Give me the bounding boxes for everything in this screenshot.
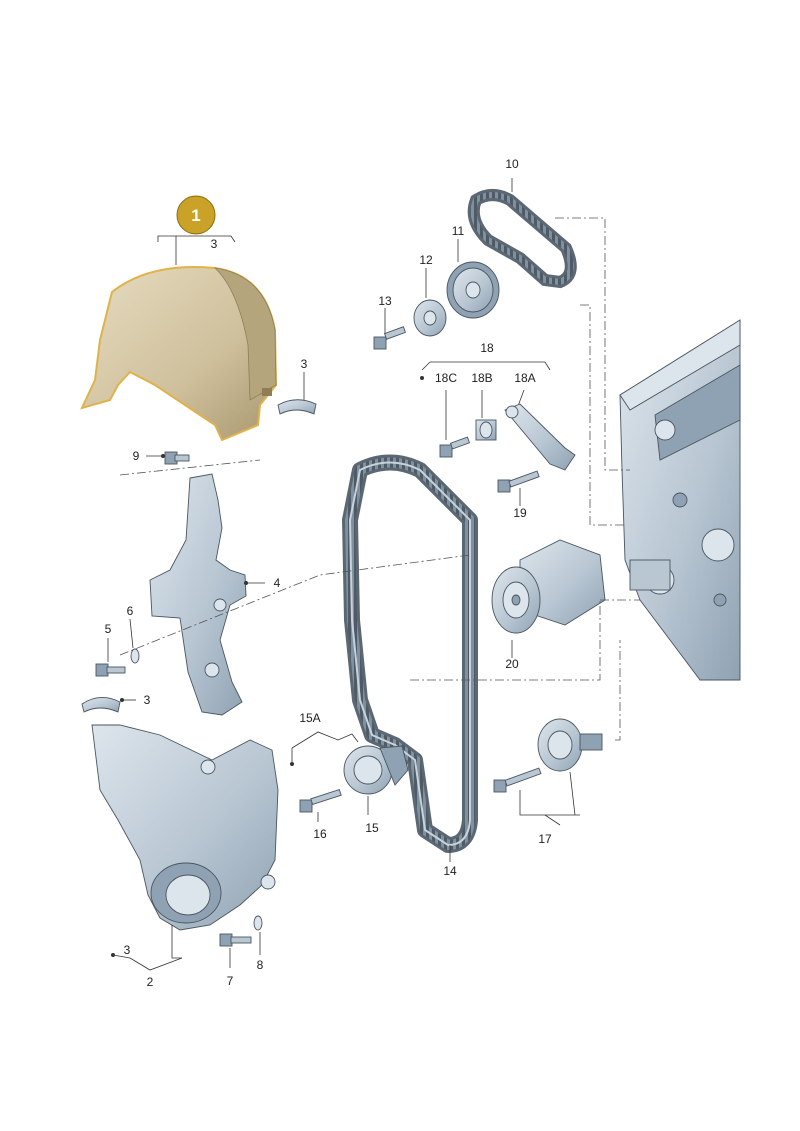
label-15a: 15A [299,711,320,725]
bolt-16 [299,788,342,813]
water-pump [491,539,606,634]
clip-middle [81,697,121,713]
label-4: 4 [274,576,281,590]
engine-block [619,319,741,681]
tension-roller-15 [343,745,409,795]
bolt-13 [373,326,406,350]
label-12: 12 [419,253,433,267]
label-18a: 18A [514,371,535,385]
label-18: 18 [480,341,494,355]
tension-arm-18a [504,403,576,471]
label-18c: 18C [435,371,457,385]
label-3-bottom: 3 [124,943,131,957]
camshaft-belt [467,189,577,289]
label-18b: 18B [471,371,492,385]
label-3-top: 3 [211,237,218,251]
rear-timing-cover-plate [149,473,247,716]
label-3-middle: 3 [144,693,151,707]
label-13: 13 [378,294,392,308]
label-2: 2 [147,975,154,989]
label-3-right: 3 [301,357,308,371]
label-17: 17 [538,832,552,846]
label-20: 20 [505,657,519,671]
label-5: 5 [105,622,112,636]
bush-18b [475,419,497,441]
bolt-18c [439,436,471,458]
bolt-17 [493,767,542,793]
label-8: 8 [257,958,264,972]
label-15: 15 [365,821,379,835]
label-11: 11 [452,224,465,238]
bolt-7 [219,933,252,947]
label-16: 16 [313,827,327,841]
bolt-9 [164,451,190,465]
center-lines [119,217,640,741]
idler-roller-17 [537,718,603,772]
label-9: 9 [133,449,140,463]
camshaft-sprocket [446,261,500,319]
bolt-19 [497,470,540,493]
label-14: 14 [443,864,457,878]
label-7: 7 [227,974,234,988]
label-6: 6 [127,604,134,618]
highlight-number: 1 [191,206,200,225]
label-19: 19 [513,506,527,520]
upper-timing-cover[interactable] [80,266,278,442]
washer-8 [253,915,263,931]
tension-roller-12 [413,299,447,337]
lower-timing-cover [91,724,279,931]
clip-upper [277,399,317,415]
bolt-5 [95,663,126,677]
highlight-callout[interactable]: 1 [176,195,216,235]
label-10: 10 [505,157,519,171]
washer-6 [130,648,140,664]
